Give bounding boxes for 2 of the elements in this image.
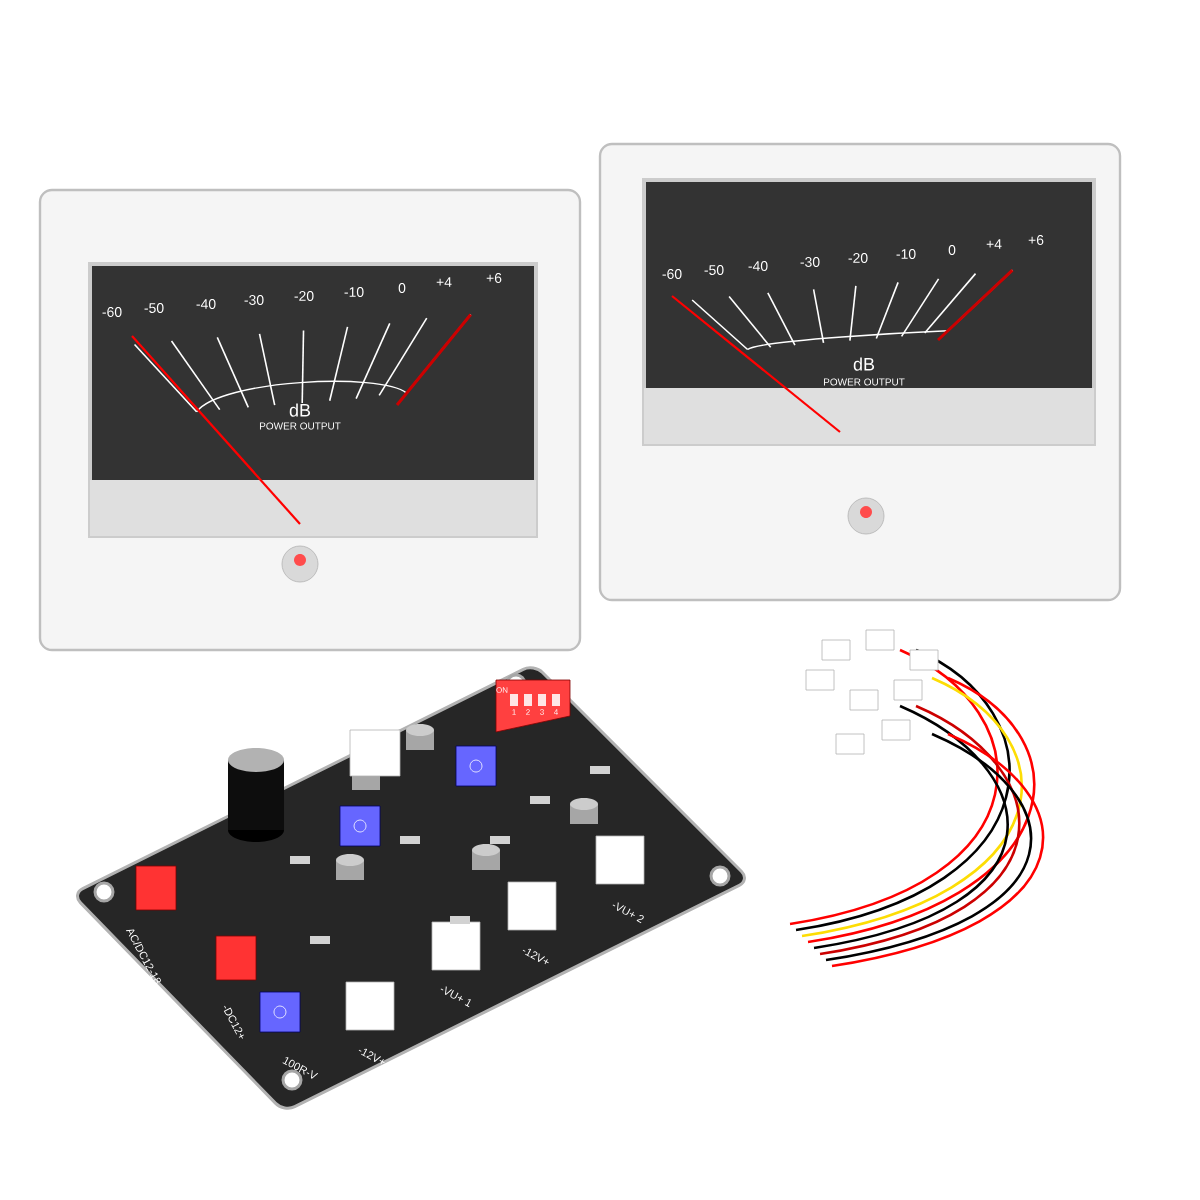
unit-label: dB <box>853 357 875 371</box>
unit-label: dB <box>289 403 311 417</box>
